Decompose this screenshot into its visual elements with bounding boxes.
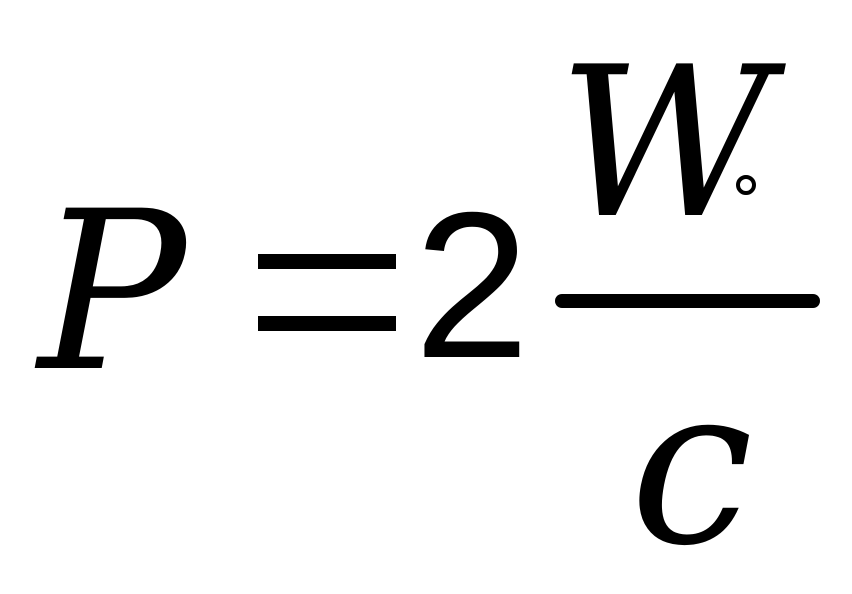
equals-bar-bottom xyxy=(258,316,396,331)
numerator-subscript-ring xyxy=(736,175,756,195)
coefficient: 2 xyxy=(414,170,530,402)
numerator-variable: W xyxy=(558,23,772,265)
fraction-bar xyxy=(555,294,820,308)
lhs-variable: P xyxy=(38,164,187,420)
equals-bar-top xyxy=(258,254,396,269)
denominator-variable: c xyxy=(630,338,754,594)
